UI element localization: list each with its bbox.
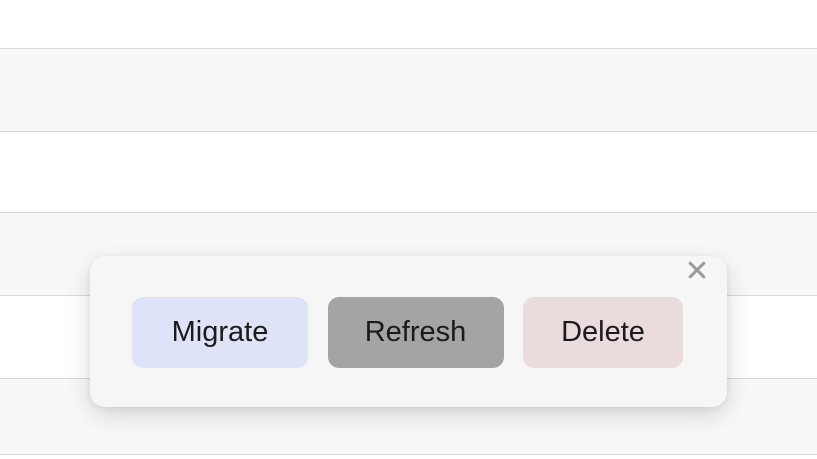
- table-row: [0, 0, 817, 48]
- dialog-actions: Migrate Refresh Delete: [132, 297, 683, 368]
- action-dialog: Migrate Refresh Delete: [90, 256, 727, 407]
- close-button[interactable]: [685, 258, 709, 282]
- table-row: [0, 453, 817, 459]
- delete-button[interactable]: Delete: [523, 297, 683, 368]
- table-row: [0, 47, 817, 131]
- migrate-button[interactable]: Migrate: [132, 297, 308, 368]
- refresh-button[interactable]: Refresh: [327, 297, 504, 368]
- table-row: [0, 130, 817, 212]
- close-icon: [688, 261, 706, 279]
